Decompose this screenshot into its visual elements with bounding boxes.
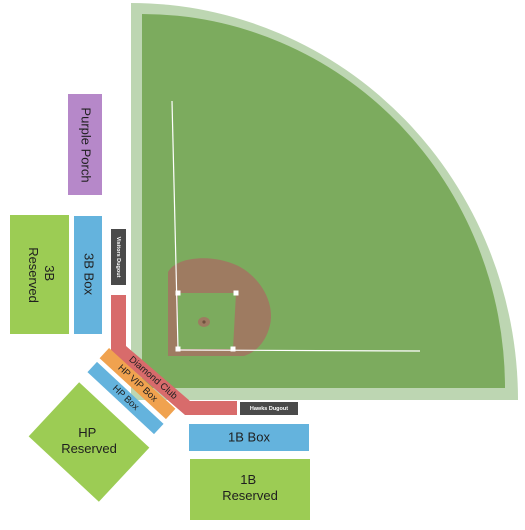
section-1b-box[interactable]: 1B Box [189,424,309,451]
home-plate [175,346,181,352]
svg-text:3B Reserved: 3B Reserved [26,247,57,303]
hawks-dugout-label: Hawks Dugout [250,406,288,412]
section-3b-reserved[interactable]: 3B Reserved [10,215,69,334]
visitors-dugout-label: Visitors Dugout [115,237,121,278]
baseball-field [131,3,518,400]
mound-rubber [202,320,206,324]
hawks-dugout: Hawks Dugout [240,402,298,415]
section-3b-box[interactable]: 3B Box [74,216,102,334]
section-purple-porch[interactable]: Purple Porch [68,94,102,195]
visitors-dugout: Visitors Dugout [111,229,126,285]
section-1b-reserved[interactable]: 1B Reserved [190,459,310,520]
svg-text:HP Reserved: HP Reserved [61,425,117,456]
hp-reserved-label-line1: HP [78,425,96,440]
1b-box-label: 1B Box [228,429,270,444]
hp-reserved-label-line2: Reserved [61,441,117,456]
svg-text:1B Reserved: 1B Reserved [222,472,278,503]
1b-reserved-label-line1: 1B [240,472,256,487]
first-base-foul-line [177,349,421,352]
purple-porch-label: Purple Porch [79,107,94,182]
3b-reserved-label-line1: 3B [42,265,57,281]
3b-box-label: 3B Box [82,253,97,295]
third-base-foul-line [171,100,179,350]
second-base [233,290,239,296]
3b-reserved-label-line2: Reserved [26,247,41,303]
first-base [230,346,236,352]
third-base [175,290,181,296]
section-hp-reserved[interactable]: HP Reserved [28,382,150,502]
1b-reserved-label-line2: Reserved [222,488,278,503]
